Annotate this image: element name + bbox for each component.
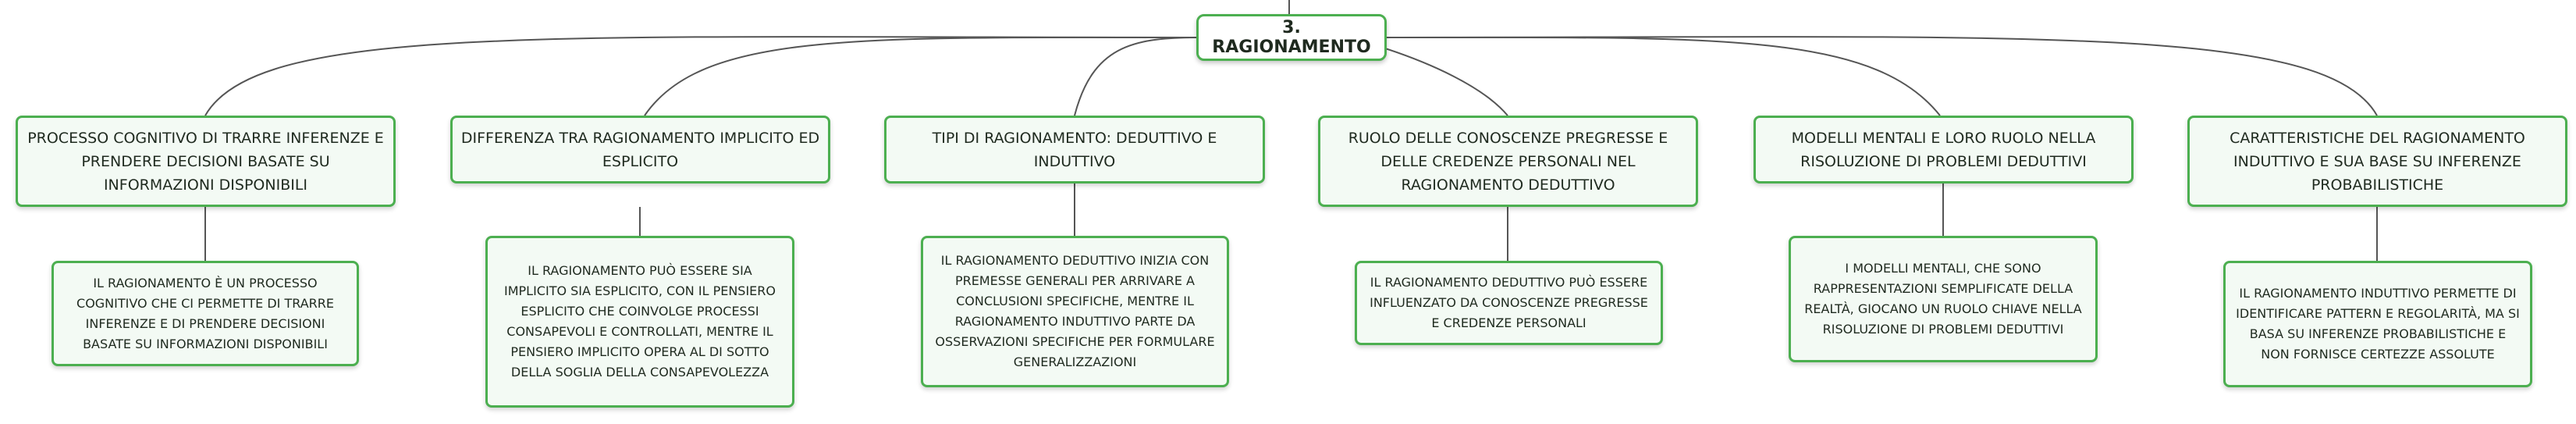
root-label: 3. RAGIONAMENTO bbox=[1212, 18, 1371, 57]
detail-node-3[interactable]: IL RAGIONAMENTO DEDUTTIVO INIZIA CON PRE… bbox=[921, 236, 1229, 387]
topic-node-5[interactable]: MODELLI MENTALI E LORO RUOLO NELLA RISOL… bbox=[1753, 116, 2134, 183]
link-root-topic-3 bbox=[1074, 37, 1199, 116]
detail-node-5[interactable]: I MODELLI MENTALI, CHE SONO RAPPRESENTAZ… bbox=[1789, 236, 2098, 362]
detail-node-2[interactable]: IL RAGIONAMENTO PUÒ ESSERE SIA IMPLICITO… bbox=[485, 236, 794, 408]
topic-label: PROCESSO COGNITIVO DI TRARRE INFERENZE E… bbox=[27, 129, 384, 194]
topic-label: RUOLO DELLE CONOSCENZE PREGRESSE E DELLE… bbox=[1348, 129, 1668, 194]
topic-label: CARATTERISTICHE DEL RAGIONAMENTO INDUTTI… bbox=[2230, 129, 2525, 194]
link-root-topic-2 bbox=[644, 36, 1199, 116]
topic-node-4[interactable]: RUOLO DELLE CONOSCENZE PREGRESSE E DELLE… bbox=[1318, 116, 1698, 207]
detail-text: IL RAGIONAMENTO DEDUTTIVO PUÒ ESSERE INF… bbox=[1370, 275, 1648, 330]
detail-node-4[interactable]: IL RAGIONAMENTO DEDUTTIVO PUÒ ESSERE INF… bbox=[1355, 261, 1663, 345]
detail-node-1[interactable]: IL RAGIONAMENTO È UN PROCESSO COGNITIVO … bbox=[52, 261, 359, 366]
topic-label: TIPI DI RAGIONAMENTO: DEDUTTIVO E INDUTT… bbox=[932, 129, 1217, 170]
topic-node-6[interactable]: CARATTERISTICHE DEL RAGIONAMENTO INDUTTI… bbox=[2187, 116, 2567, 207]
root-node[interactable]: 3. RAGIONAMENTO bbox=[1196, 14, 1387, 61]
topic-node-1[interactable]: PROCESSO COGNITIVO DI TRARRE INFERENZE E… bbox=[16, 116, 396, 207]
link-root-topic-1 bbox=[204, 36, 1199, 116]
detail-text: IL RAGIONAMENTO È UN PROCESSO COGNITIVO … bbox=[76, 275, 334, 351]
detail-text: IL RAGIONAMENTO DEDUTTIVO INIZIA CON PRE… bbox=[935, 253, 1215, 369]
link-root-topic-5 bbox=[1384, 36, 1941, 116]
link-root-topic-6 bbox=[1384, 36, 2378, 116]
detail-text: IL RAGIONAMENTO PUÒ ESSERE SIA IMPLICITO… bbox=[504, 263, 776, 379]
topic-label: DIFFERENZA TRA RAGIONAMENTO IMPLICITO ED… bbox=[460, 129, 820, 170]
detail-text: IL RAGIONAMENTO INDUTTIVO PERMETTE DI ID… bbox=[2236, 286, 2520, 362]
topic-node-2[interactable]: DIFFERENZA TRA RAGIONAMENTO IMPLICITO ED… bbox=[450, 116, 830, 183]
link-root-topic-4 bbox=[1384, 48, 1508, 116]
topic-label: MODELLI MENTALI E LORO RUOLO NELLA RISOL… bbox=[1791, 129, 2096, 170]
topic-node-3[interactable]: TIPI DI RAGIONAMENTO: DEDUTTIVO E INDUTT… bbox=[884, 116, 1265, 183]
detail-text: I MODELLI MENTALI, CHE SONO RAPPRESENTAZ… bbox=[1804, 261, 2082, 337]
detail-node-6[interactable]: IL RAGIONAMENTO INDUTTIVO PERMETTE DI ID… bbox=[2223, 261, 2532, 387]
